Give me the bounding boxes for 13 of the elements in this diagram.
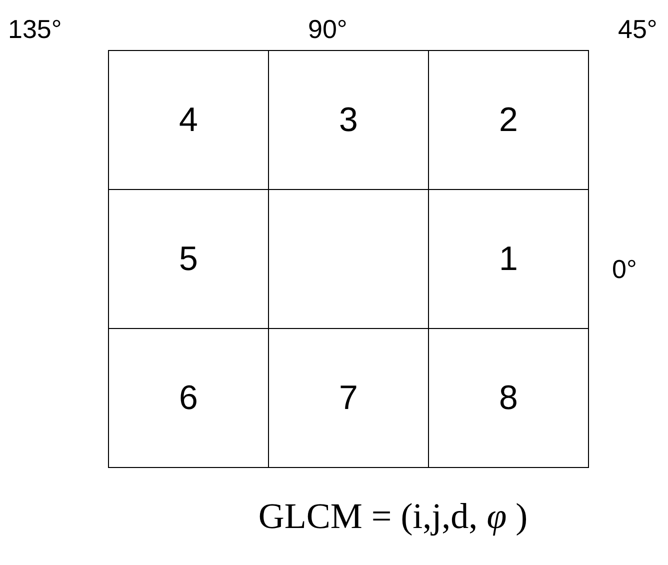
angle-label: 90° bbox=[308, 16, 348, 42]
direction-number: 4 bbox=[179, 103, 198, 137]
direction-number: 7 bbox=[339, 381, 358, 415]
direction-number: 5 bbox=[179, 242, 198, 276]
direction-number: 1 bbox=[499, 242, 518, 276]
direction-number: 2 bbox=[499, 103, 518, 137]
direction-number: 8 bbox=[499, 381, 518, 415]
angle-label: 135° bbox=[8, 16, 62, 42]
caption: GLCM = (i,j,d, φ ) bbox=[257, 498, 529, 534]
direction-number: 3 bbox=[339, 103, 358, 137]
angle-label: 45° bbox=[618, 16, 658, 42]
angle-label: 0° bbox=[612, 256, 637, 282]
direction-number: 6 bbox=[179, 381, 198, 415]
